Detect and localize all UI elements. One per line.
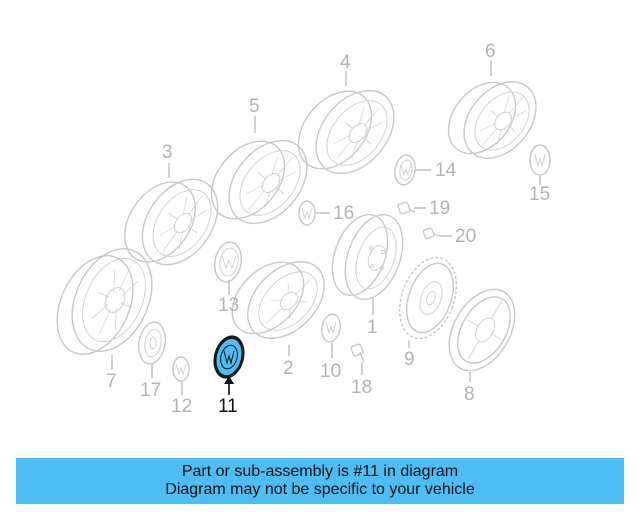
center-cap-17-icon — [137, 321, 167, 365]
callout-14: 14 — [435, 160, 457, 181]
callout-4: 4 — [340, 52, 351, 73]
center-cap-13-icon — [214, 241, 242, 283]
wheel-4-icon — [297, 89, 395, 175]
wheel-6-icon — [447, 81, 537, 159]
banner-line-part: Part or sub-assembly is #11 in diagram — [181, 463, 459, 480]
callout-11[interactable]: 11 — [218, 396, 238, 417]
bolt-19-icon — [397, 201, 416, 215]
callout-16: 16 — [333, 203, 354, 224]
info-banner: Part or sub-assembly is #11 in diagram D… — [16, 458, 624, 504]
callout-15: 15 — [529, 184, 550, 205]
parts-diagram: 1 2 3 4 5 6 7 8 9 10 11 12 13 14 15 16 1… — [56, 41, 551, 417]
callout-6: 6 — [485, 41, 496, 62]
callout-10: 10 — [320, 361, 341, 382]
emblem-12-icon — [172, 356, 190, 382]
hubcap-9-icon — [398, 256, 458, 340]
emblem-15-icon — [529, 144, 551, 176]
banner-line-disclaimer: Diagram may not be specific to your vehi… — [165, 481, 475, 498]
wheel-1-icon — [331, 213, 404, 300]
emblem-16-icon — [298, 200, 316, 226]
callout-1: 1 — [367, 317, 378, 338]
callout-3: 3 — [162, 142, 173, 163]
center-cap-11-icon[interactable] — [209, 332, 249, 382]
emblem-14-icon — [394, 154, 416, 186]
emblem-10-icon — [321, 313, 341, 343]
callout-9: 9 — [404, 349, 415, 370]
callout-5: 5 — [249, 96, 260, 117]
callout-19: 19 — [429, 198, 450, 219]
wheel-7-icon — [56, 248, 153, 355]
callout-8: 8 — [464, 384, 475, 405]
callout-12: 12 — [171, 396, 192, 417]
bolt-18-icon — [350, 343, 365, 363]
callout-18: 18 — [351, 377, 372, 398]
bolt-20-icon — [422, 227, 441, 240]
callout-13: 13 — [218, 295, 239, 316]
callout-17: 17 — [140, 380, 161, 401]
wheel-2-icon — [231, 261, 325, 339]
callout-20: 20 — [455, 226, 476, 247]
callout-7: 7 — [106, 371, 117, 392]
callout-2: 2 — [283, 358, 294, 379]
wheel-3-icon — [124, 178, 219, 266]
hubcap-8-icon — [448, 288, 516, 372]
